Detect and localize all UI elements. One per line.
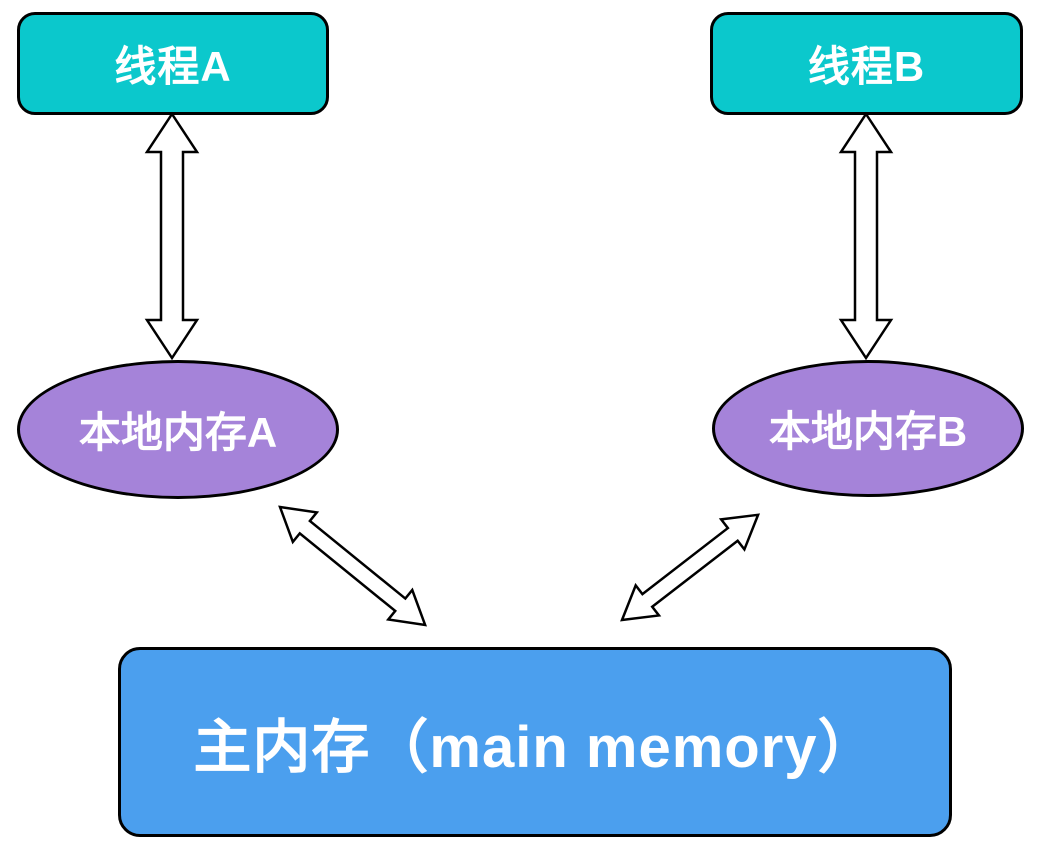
- node-thread-a-label: 线程A: [114, 43, 232, 90]
- node-local-memory-a: 本地内存A: [17, 360, 339, 499]
- arrow-local-memory-a-main-memory: [278, 505, 428, 627]
- arrow-thread-b-local-memory-b: [838, 111, 894, 361]
- arrow-thread-a-local-memory-a: [144, 111, 200, 361]
- node-thread-b: 线程B: [710, 12, 1023, 115]
- node-local-memory-b-label: 本地内存B: [768, 408, 968, 455]
- node-thread-a: 线程A: [17, 12, 329, 115]
- node-local-memory-a-label: 本地内存A: [78, 409, 278, 456]
- node-main-memory: 主内存（main memory）: [118, 647, 952, 837]
- node-main-memory-label: 主内存（main memory）: [193, 715, 877, 780]
- node-thread-b-label: 线程B: [807, 43, 926, 90]
- arrow-local-memory-b-main-memory: [620, 513, 761, 622]
- node-local-memory-b: 本地内存B: [712, 360, 1024, 497]
